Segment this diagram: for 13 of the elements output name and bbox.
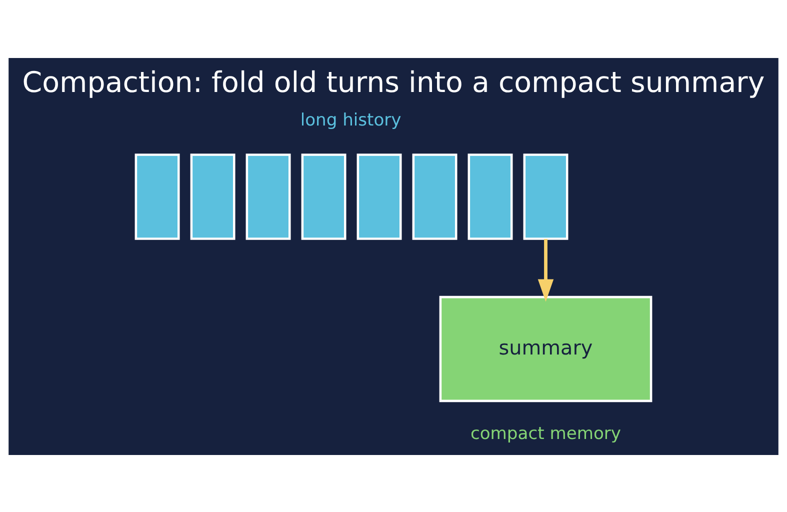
node-label: compact memory — [470, 423, 622, 444]
node-box — [523, 153, 568, 240]
node-box — [134, 153, 180, 240]
node-box — [468, 153, 513, 240]
diagram-title: Compaction: fold old turns into a compact summary — [22, 66, 765, 99]
arrow — [538, 238, 554, 302]
node-box: summary — [439, 295, 652, 402]
node-box — [301, 153, 346, 240]
node-box — [356, 153, 402, 240]
node-box — [246, 153, 291, 240]
node-box — [190, 153, 236, 240]
label: long history — [300, 110, 402, 130]
node-box — [412, 153, 458, 240]
